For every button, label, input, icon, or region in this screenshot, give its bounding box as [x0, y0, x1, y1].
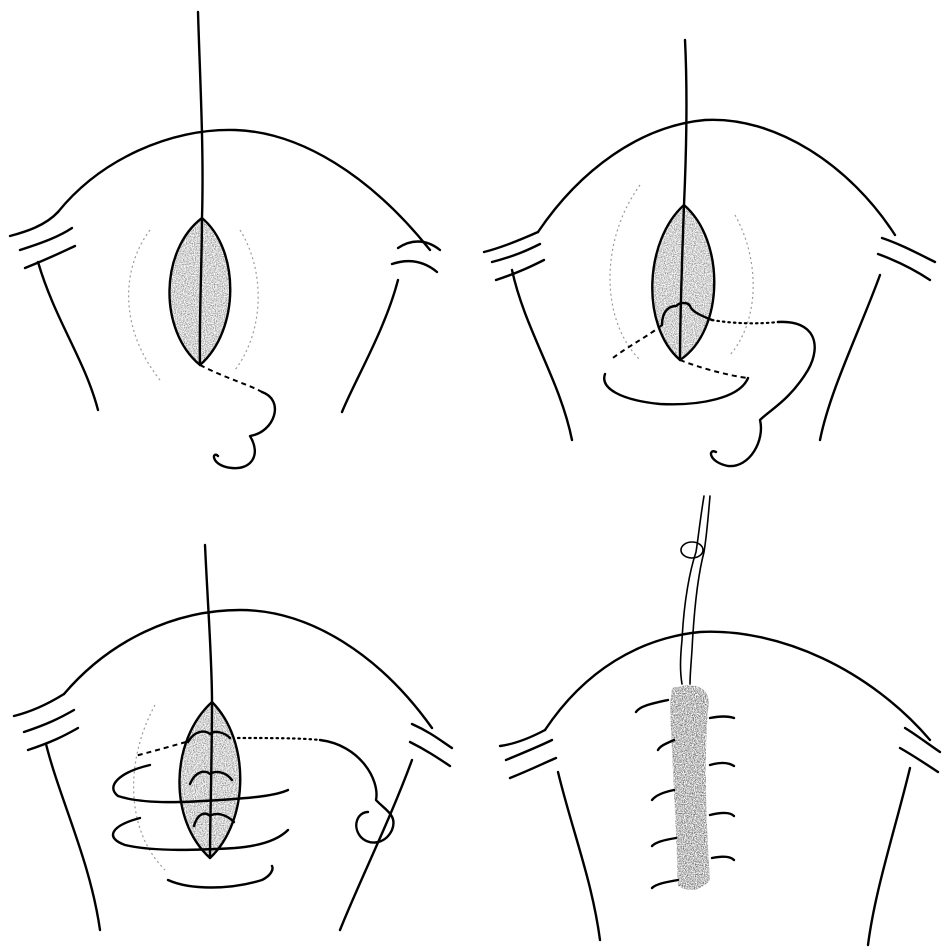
knotted-suture-ends — [681, 496, 711, 684]
suture-pass — [168, 866, 273, 888]
suture-path-dashed — [200, 365, 262, 392]
uterus-outline — [500, 632, 940, 945]
suture-needle-loop — [711, 322, 815, 466]
suture-path-dashed — [610, 325, 662, 360]
suture-path-dashed — [680, 360, 748, 378]
tissue-shading — [134, 705, 165, 870]
panel-step-4 — [500, 496, 940, 945]
suture-path-dotted — [238, 738, 320, 740]
tissue-shading — [610, 185, 640, 360]
tissue-shading — [129, 230, 160, 380]
suture-path-dotted — [712, 320, 778, 323]
panel-step-1 — [10, 12, 440, 468]
closed-incision — [670, 685, 710, 890]
panel-step-2 — [484, 40, 935, 466]
suture-knot — [681, 542, 703, 558]
suture-needle-loop — [320, 740, 394, 843]
suture-needle-loop — [214, 392, 275, 468]
panel-step-3 — [14, 545, 452, 930]
tissue-shading — [235, 230, 258, 370]
suture-pass — [604, 374, 748, 404]
suture-path-dashed — [135, 742, 186, 756]
tissue-shading — [730, 215, 753, 355]
